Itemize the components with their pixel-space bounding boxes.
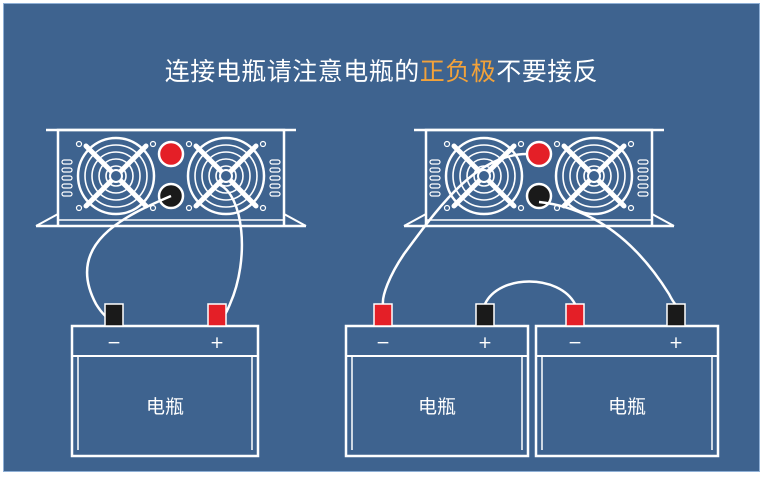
positive-terminal-icon bbox=[565, 303, 585, 327]
negative-terminal-icon bbox=[666, 303, 686, 327]
wire-series-link bbox=[483, 280, 577, 305]
positive-terminal-icon bbox=[207, 303, 227, 327]
battery-left-label: 电瓶 bbox=[146, 396, 184, 418]
inverter-right bbox=[404, 130, 674, 226]
page-title: 连接电瓶请注意电瓶的正负极不要接反 bbox=[4, 52, 759, 88]
title-part1: 连接电瓶请注意电瓶的 bbox=[164, 57, 420, 86]
title-part2: 不要接反 bbox=[496, 57, 599, 86]
battery-left-pos-sign: + bbox=[210, 333, 224, 353]
wiring-diagram: − + 电瓶 − + 电瓶 bbox=[4, 4, 720, 458]
battery-left-neg-sign: − bbox=[107, 333, 121, 353]
battery-b-label: 电瓶 bbox=[608, 396, 646, 418]
battery-left: − + 电瓶 bbox=[70, 303, 260, 458]
battery-a-neg-sign: − bbox=[376, 333, 390, 353]
wire-left-negative bbox=[85, 194, 172, 324]
negative-terminal-icon bbox=[475, 303, 495, 327]
battery-a-label: 电瓶 bbox=[418, 396, 456, 418]
diagram-frame: 连接电瓶请注意电瓶的正负极不要接反 bbox=[3, 3, 760, 472]
wire-right-negative bbox=[538, 200, 677, 306]
battery-right-a: − + 电瓶 bbox=[344, 303, 530, 458]
positive-terminal-icon bbox=[373, 303, 393, 327]
wire-right-positive bbox=[381, 152, 528, 305]
inverter-left bbox=[36, 130, 306, 226]
battery-b-neg-sign: − bbox=[568, 333, 582, 353]
battery-a-pos-sign: + bbox=[478, 333, 492, 353]
title-highlight: 正负极 bbox=[419, 57, 497, 86]
battery-right-b: − + 电瓶 bbox=[534, 303, 720, 458]
battery-b-pos-sign: + bbox=[669, 333, 683, 353]
negative-terminal-icon bbox=[104, 303, 124, 327]
